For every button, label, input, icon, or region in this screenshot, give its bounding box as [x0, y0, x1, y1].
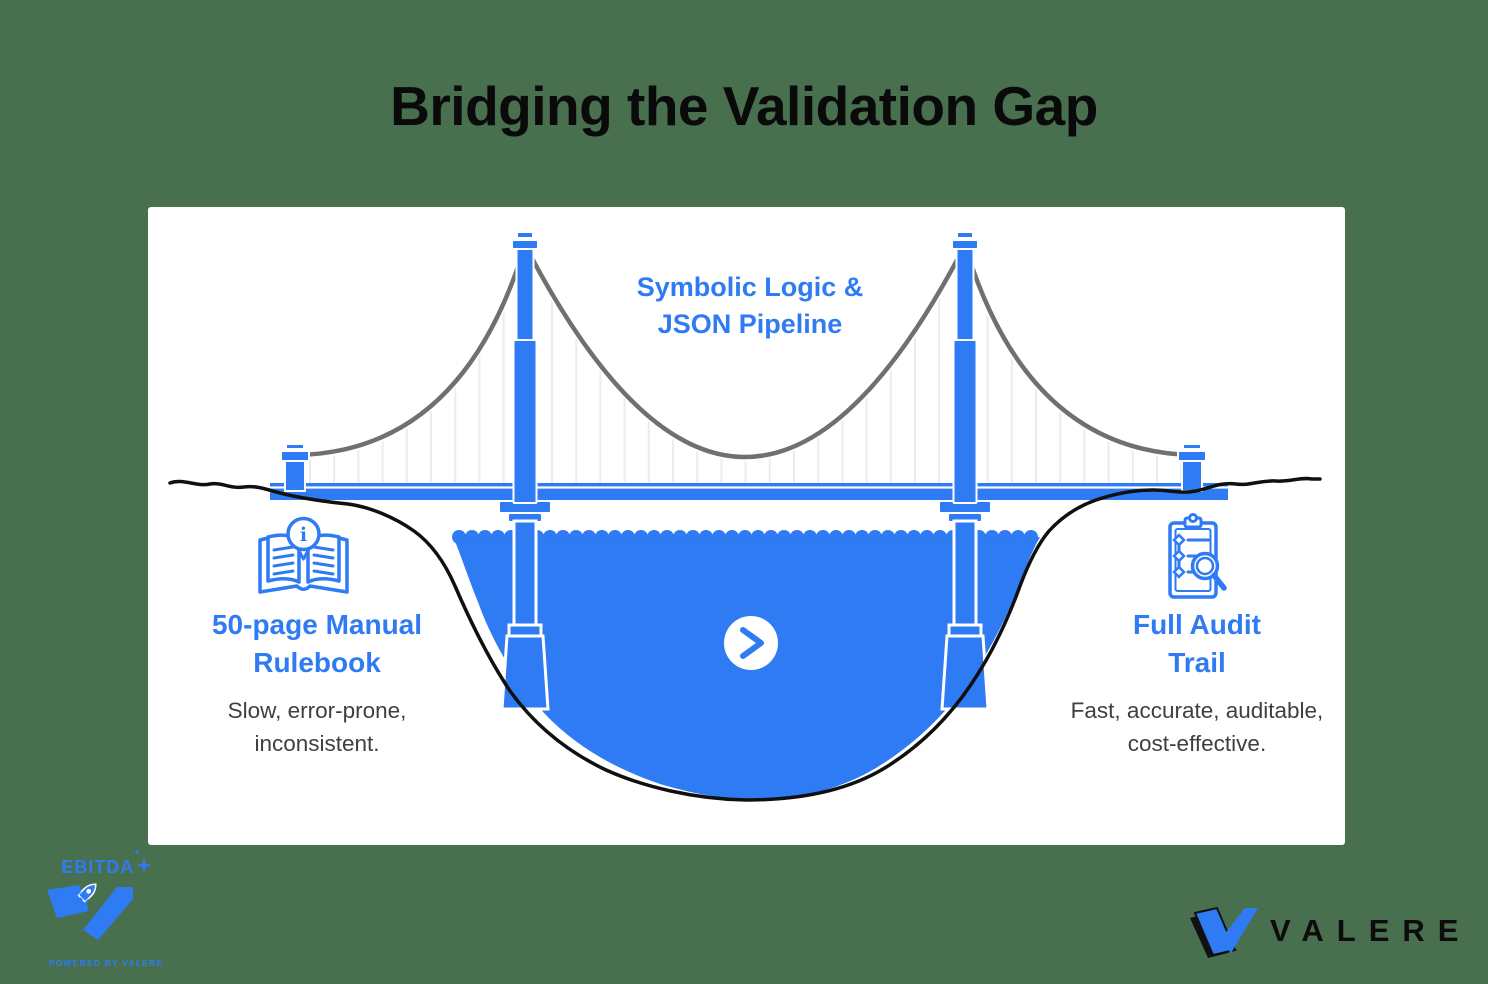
valere-logo: VALERE [1188, 902, 1471, 960]
valere-brand-text: VALERE [1270, 913, 1472, 948]
ebitda-brand-text: EBITDA [61, 857, 135, 877]
suspension-cables [294, 241, 1196, 461]
left-item-description: Slow, error-prone, inconsistent. [155, 694, 479, 760]
bridge-illustration: i [168, 231, 1322, 802]
bridge-center-label: Symbolic Logic & JSON Pipeline [588, 269, 912, 343]
page-title: Bridging the Validation Gap [390, 75, 1098, 137]
open-book-info-icon: i [258, 516, 349, 594]
anchor-pillar-left [280, 443, 310, 492]
audit-checklist-magnifier-icon [1168, 513, 1227, 599]
right-item-description: Fast, accurate, auditable, cost-effectiv… [1035, 694, 1359, 760]
bridge-center-label-line1: Symbolic Logic & [636, 272, 864, 302]
ebitda-tagline: POWERED BY VALERE [48, 958, 164, 968]
valere-v-mark [1190, 906, 1258, 958]
right-item-heading: Full Audit Trail [1035, 606, 1359, 682]
bridge-center-label-line2: JSON Pipeline [657, 309, 843, 339]
rocket-icon [73, 883, 97, 907]
left-item-desc-line2: inconsistent. [254, 731, 380, 756]
ebitda-plus-sign: + [137, 852, 151, 878]
main-tower-right [951, 231, 979, 504]
chevron-right-icon [724, 616, 778, 670]
tower-pedestal-right [940, 502, 990, 711]
tower-pedestal-left [500, 502, 550, 711]
left-item-heading-line2: Rulebook [253, 647, 381, 678]
left-item-desc-line1: Slow, error-prone, [227, 698, 407, 723]
info-glyph: i [300, 524, 307, 546]
right-item-desc-line1: Fast, accurate, auditable, [1070, 698, 1324, 723]
ebitda-v-rocket-mark [47, 883, 133, 940]
suspender-lines [309, 250, 1183, 484]
ebitda-logo: EBITDA ✦ + POWERED BY VALERE [40, 848, 172, 968]
right-item-heading-line2: Trail [1168, 647, 1226, 678]
left-item-heading: 50-page Manual Rulebook [155, 606, 479, 682]
left-item-heading-line1: 50-page Manual [211, 609, 423, 640]
coastline [168, 476, 1322, 802]
sparkle-icon: ✦ [133, 847, 141, 857]
anchor-pillar-right [1177, 443, 1207, 492]
water-wave-scallops [452, 530, 1038, 544]
bridge-card: i Symbolic Logic & [148, 207, 1345, 845]
right-item-heading-line1: Full Audit [1132, 609, 1262, 640]
bridge-deck [270, 483, 1228, 500]
right-item-desc-line2: cost-effective. [1127, 731, 1267, 756]
main-tower-left [511, 231, 539, 504]
